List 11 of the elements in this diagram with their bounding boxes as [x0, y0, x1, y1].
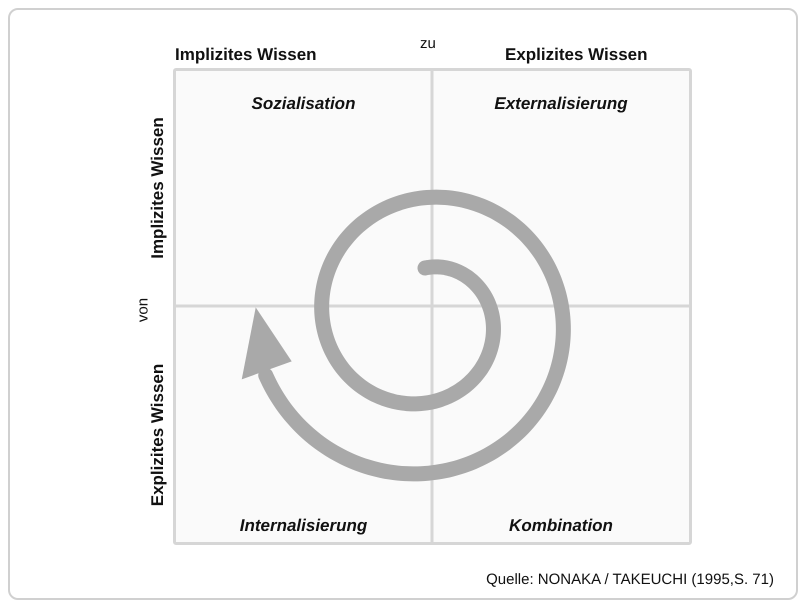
axis-label: von [134, 298, 152, 322]
axis-label: zu [420, 35, 436, 52]
column-heading: Explizites Wissen [505, 45, 648, 65]
quadrant-title: Kombination [509, 516, 613, 536]
quadrant-title: Externalisierung [494, 94, 628, 114]
row-heading: Implizites Wissen [148, 117, 168, 259]
row-heading: Explizites Wissen [148, 364, 168, 506]
column-heading: Implizites Wissen [175, 45, 317, 65]
quadrant-title: Sozialisation [252, 94, 356, 114]
source-caption: Quelle: NONAKA / TAKEUCHI (1995,S. 71) [486, 571, 774, 588]
quadrant-title: Internalisierung [240, 516, 368, 536]
